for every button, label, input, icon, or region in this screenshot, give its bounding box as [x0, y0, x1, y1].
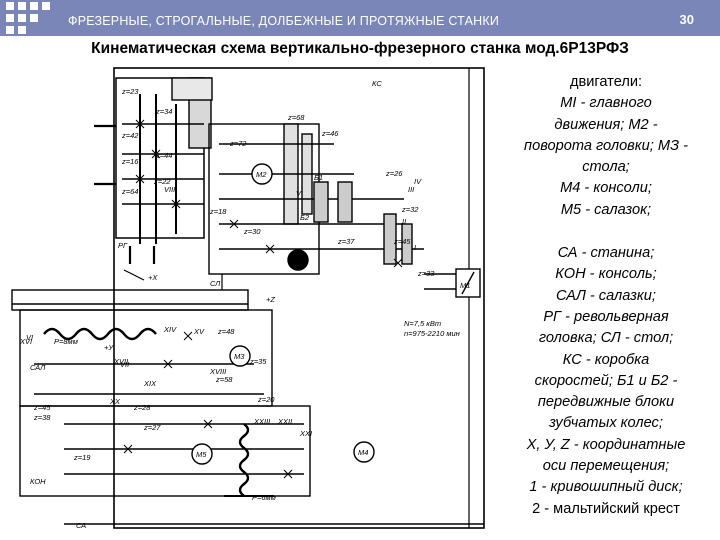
svg-text:z=18: z=18: [209, 207, 227, 216]
svg-text:z=19: z=19: [73, 453, 91, 462]
label-rg: РГ: [118, 241, 128, 250]
label-m1: М1: [460, 281, 470, 290]
caption-line: двигатели:: [569, 74, 643, 90]
caption-line: 2 - мальтийский крест: [532, 500, 680, 517]
svg-text:XVIII: XVIII: [209, 367, 226, 376]
knee: [19, 405, 311, 497]
svg-text:z=38: z=38: [33, 413, 51, 422]
label-motor-spec-2: n=975-2210 мин: [404, 329, 460, 338]
label-m4: М4: [358, 448, 368, 457]
svg-text:XXII: XXII: [277, 417, 292, 426]
svg-text:z=72: z=72: [229, 139, 247, 148]
caption-line: головка; СЛ - стол;: [538, 330, 674, 347]
svg-text:z=44: z=44: [155, 151, 172, 160]
caption-line: М4 - консоли;: [560, 180, 652, 197]
svg-text:z=68: z=68: [287, 113, 305, 122]
caption-line: КС - коробка: [562, 351, 650, 368]
caption-line: КОН - консоль;: [555, 266, 657, 283]
caption-line: 1 - кривошипный диск;: [529, 479, 683, 496]
svg-text:z=16: z=16: [121, 157, 139, 166]
svg-text:II: II: [402, 217, 406, 226]
caption-line: передвижные блоки: [537, 394, 675, 411]
label-b1: Б1: [314, 173, 323, 182]
label-p-sl: Р=8мм: [54, 337, 78, 346]
svg-text:z=35: z=35: [249, 357, 267, 366]
svg-text:z=42: z=42: [121, 131, 139, 140]
svg-text:V: V: [296, 189, 302, 198]
parts-legend: СА - станина; КОН - консоль; САЛ - салаз…: [492, 243, 720, 520]
caption-line: зубчатых колес;: [549, 415, 663, 432]
section-title: ФРЕЗЕРНЫЕ, СТРОГАЛЬНЫЕ, ДОЛБЕЖНЫЕ И ПРОТ…: [68, 14, 500, 28]
svg-text:XV: XV: [193, 327, 205, 336]
svg-text:z=45: z=45: [33, 403, 51, 412]
label-z-axis: +Z: [266, 295, 275, 304]
header-bar: ФРЕЗЕРНЫЕ, СТРОГАЛЬНЫЕ, ДОЛБЕЖНЫЕ И ПРОТ…: [0, 0, 720, 36]
svg-text:VII: VII: [120, 360, 129, 369]
caption-line: движения; М2 -: [554, 116, 658, 133]
svg-text:XIV: XIV: [163, 325, 177, 334]
svg-text:XVI: XVI: [19, 337, 32, 346]
caption-line: X, У, Z - координатные: [526, 436, 686, 453]
label-sal: САЛ: [30, 363, 46, 372]
caption-line: РГ - револьверная: [543, 308, 669, 325]
svg-text:z=34: z=34: [155, 107, 172, 116]
table: [11, 289, 249, 311]
svg-text:XX: XX: [109, 397, 121, 406]
svg-text:I: I: [414, 243, 416, 252]
page-number: 30: [679, 12, 694, 27]
svg-text:z=28: z=28: [133, 403, 151, 412]
label-b2: Б2: [300, 213, 310, 222]
svg-text:z=20: z=20: [257, 395, 275, 404]
svg-text:z=48: z=48: [217, 327, 235, 336]
svg-text:XXI: XXI: [299, 429, 312, 438]
caption-line: скоростей; Б1 и Б2 -: [534, 372, 678, 389]
svg-text:z=64: z=64: [121, 187, 138, 196]
slide-title: Кинематическая схема вертикально-фрезерн…: [91, 40, 629, 57]
svg-text:XXIII: XXIII: [253, 417, 270, 426]
header-decoration: [0, 0, 60, 36]
caption-line: MI - главного: [560, 95, 652, 112]
svg-text:z=46: z=46: [321, 129, 339, 138]
caption-line: стола;: [582, 159, 630, 176]
caption-line: оси перемещения;: [542, 458, 670, 475]
label-y-axis: +У: [104, 343, 114, 352]
svg-text:z=27: z=27: [143, 423, 161, 432]
svg-text:IV: IV: [414, 177, 422, 186]
label-motor-spec-1: N=7,5 кВт: [404, 319, 441, 328]
caption-line: М5 - салазок;: [560, 201, 652, 218]
svg-text:z=45: z=45: [393, 237, 411, 246]
label-p-kon: Р=6мм: [252, 493, 276, 502]
label-m2: М2: [256, 170, 267, 179]
caption-line: САЛ - салазки;: [556, 287, 656, 304]
column-frame: [113, 67, 485, 529]
svg-text:III: III: [408, 185, 414, 194]
label-m3: М3: [234, 352, 245, 361]
label-x-axis: +X: [148, 273, 158, 282]
svg-text:XIX: XIX: [143, 379, 157, 388]
kinematic-scheme: КС РГ СЛ САЛ КОН СА +Z +X +У М1 М2 М3 М4…: [11, 67, 485, 530]
head-block: [115, 77, 205, 239]
caption: двигатели: MI - главного движения; М2 - …: [492, 72, 720, 520]
svg-text:z=30: z=30: [243, 227, 261, 236]
svg-text:VIII: VIII: [164, 185, 175, 194]
caption-line: поворота головки; МЗ -: [524, 137, 688, 154]
svg-text:z=23: z=23: [121, 87, 139, 96]
svg-text:z=33: z=33: [417, 269, 435, 278]
svg-text:XVII: XVII: [113, 357, 128, 366]
motors-legend: двигатели: MI - главного движения; М2 - …: [492, 72, 720, 221]
svg-text:z=58: z=58: [215, 375, 233, 384]
label-kon: КОН: [30, 477, 46, 486]
label-sl: СЛ: [210, 279, 221, 288]
svg-text:z=26: z=26: [385, 169, 403, 178]
svg-text:z=22: z=22: [153, 177, 171, 186]
svg-text:z=37: z=37: [337, 237, 355, 246]
label-m5: М5: [196, 450, 207, 459]
caption-line: СА - станина;: [557, 245, 655, 262]
label-ks: КС: [372, 79, 382, 88]
svg-text:VI: VI: [26, 333, 33, 342]
label-sa: СА: [76, 521, 86, 530]
svg-text:z=32: z=32: [401, 205, 419, 214]
